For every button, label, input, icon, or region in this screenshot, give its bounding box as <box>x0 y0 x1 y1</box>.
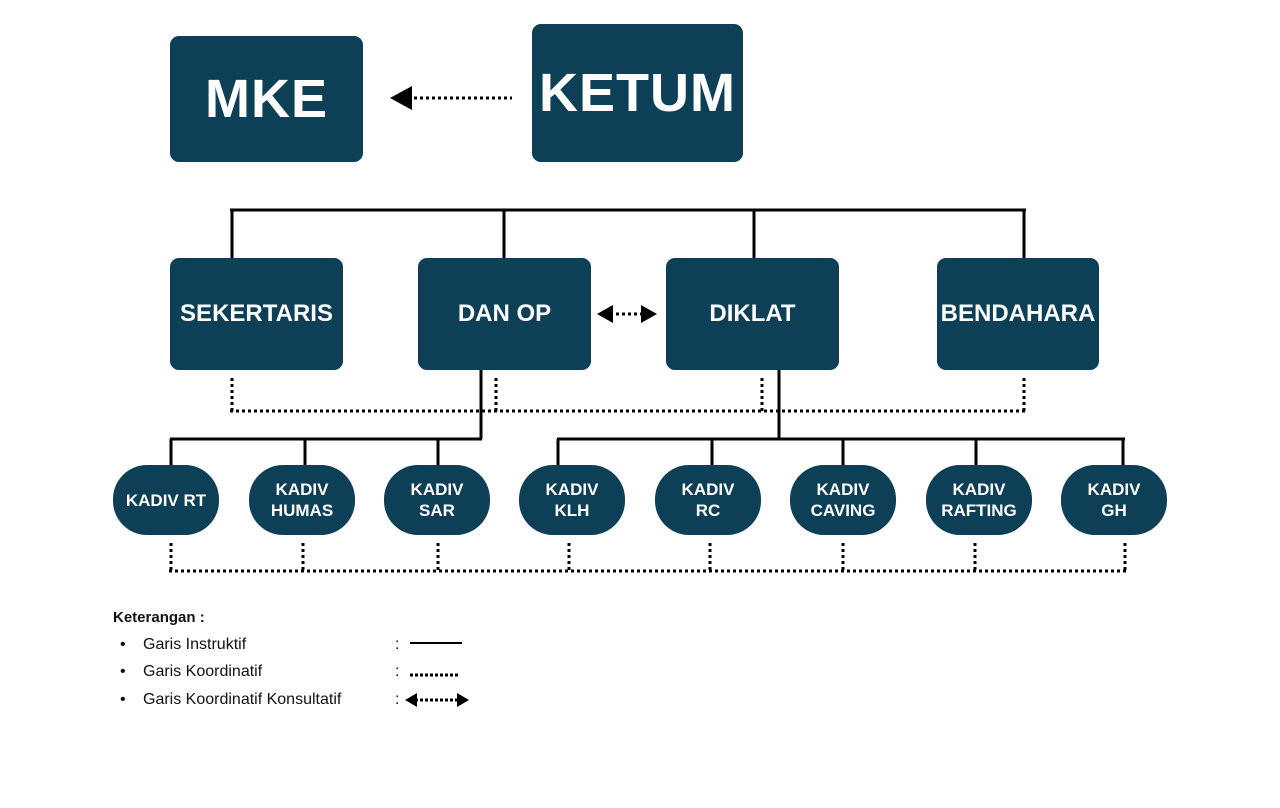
kadiv-humas-line2: HUMAS <box>270 501 334 520</box>
kadiv-humas-node: KADIV HUMAS <box>249 465 355 535</box>
bendahara-label: BENDAHARA <box>940 300 1096 327</box>
ketum-box: KETUM <box>532 24 743 162</box>
kadiv-sar-line2: SAR <box>419 501 455 520</box>
legend-arrowhead-right <box>457 693 469 707</box>
danop-kadiv-instructive-lines <box>169 370 483 465</box>
kadiv-rc-node: KADIV RC <box>655 465 761 535</box>
ketum-label: KETUM <box>539 63 736 123</box>
legend-label-konsultatif: Garis Koordinatif Konsultatif <box>143 691 342 708</box>
legend-colon: : <box>395 636 400 653</box>
kadiv-humas-line1: KADIV <box>275 480 329 499</box>
kadiv-sar-line1: KADIV <box>410 480 464 499</box>
kadiv-rc-line2: RC <box>695 501 721 520</box>
kadiv-klh-line1: KADIV <box>545 480 599 499</box>
kadiv-caving-node: KADIV CAVING <box>790 465 896 535</box>
kadiv-rt-label: KADIV RT <box>125 490 207 510</box>
kadiv-klh-line2: KLH <box>554 501 590 520</box>
kadiv-rafting-line1: KADIV <box>952 480 1006 499</box>
legend-colon: : <box>395 663 400 680</box>
bottom-coordinative-lines <box>169 543 1128 573</box>
legend-colon: : <box>395 691 400 708</box>
bendahara-box: BENDAHARA <box>937 258 1099 370</box>
mke-box: MKE <box>170 36 363 162</box>
kadiv-caving-line2: CAVING <box>810 501 876 520</box>
legend-bullet: • <box>120 691 126 708</box>
legend-bullet: • <box>120 663 126 680</box>
kadiv-rafting-line2: RAFTING <box>941 501 1017 520</box>
diklat-box: DIKLAT <box>666 258 839 370</box>
diklat-kadiv-instructive-lines <box>556 370 1125 465</box>
ketum-mke-arrowhead <box>390 86 412 110</box>
danop-box: DAN OP <box>418 258 591 370</box>
danop-arrowhead <box>597 305 613 323</box>
kadiv-sar-node: KADIV SAR <box>384 465 490 535</box>
sekertaris-label: SEKERTARIS <box>180 300 333 327</box>
legend-label-instruktif: Garis Instruktif <box>143 636 247 653</box>
danop-label: DAN OP <box>457 300 552 327</box>
legend-bullet: • <box>120 636 126 653</box>
kadiv-gh-line1: KADIV <box>1087 480 1141 499</box>
legend-arrowhead-left <box>405 693 417 707</box>
kadiv-gh-line2: GH <box>1101 501 1127 520</box>
kadiv-caving-line1: KADIV <box>816 480 870 499</box>
diklat-arrowhead <box>641 305 657 323</box>
top-instructive-lines <box>230 208 1026 258</box>
diklat-label: DIKLAT <box>709 300 796 327</box>
kadiv-klh-node: KADIV KLH <box>519 465 625 535</box>
legend-title: Keterangan : <box>113 609 205 626</box>
legend-label-koordinatif: Garis Koordinatif <box>143 663 263 680</box>
sekertaris-box: SEKERTARIS <box>170 258 343 370</box>
mid-coordinative-lines <box>230 378 1028 413</box>
mke-label: MKE <box>205 69 328 129</box>
kadiv-rt-node: KADIV RT <box>113 465 219 535</box>
kadiv-gh-node: KADIV GH <box>1061 465 1167 535</box>
kadiv-rafting-node: KADIV RAFTING <box>926 465 1032 535</box>
kadiv-rc-line1: KADIV <box>681 480 735 499</box>
